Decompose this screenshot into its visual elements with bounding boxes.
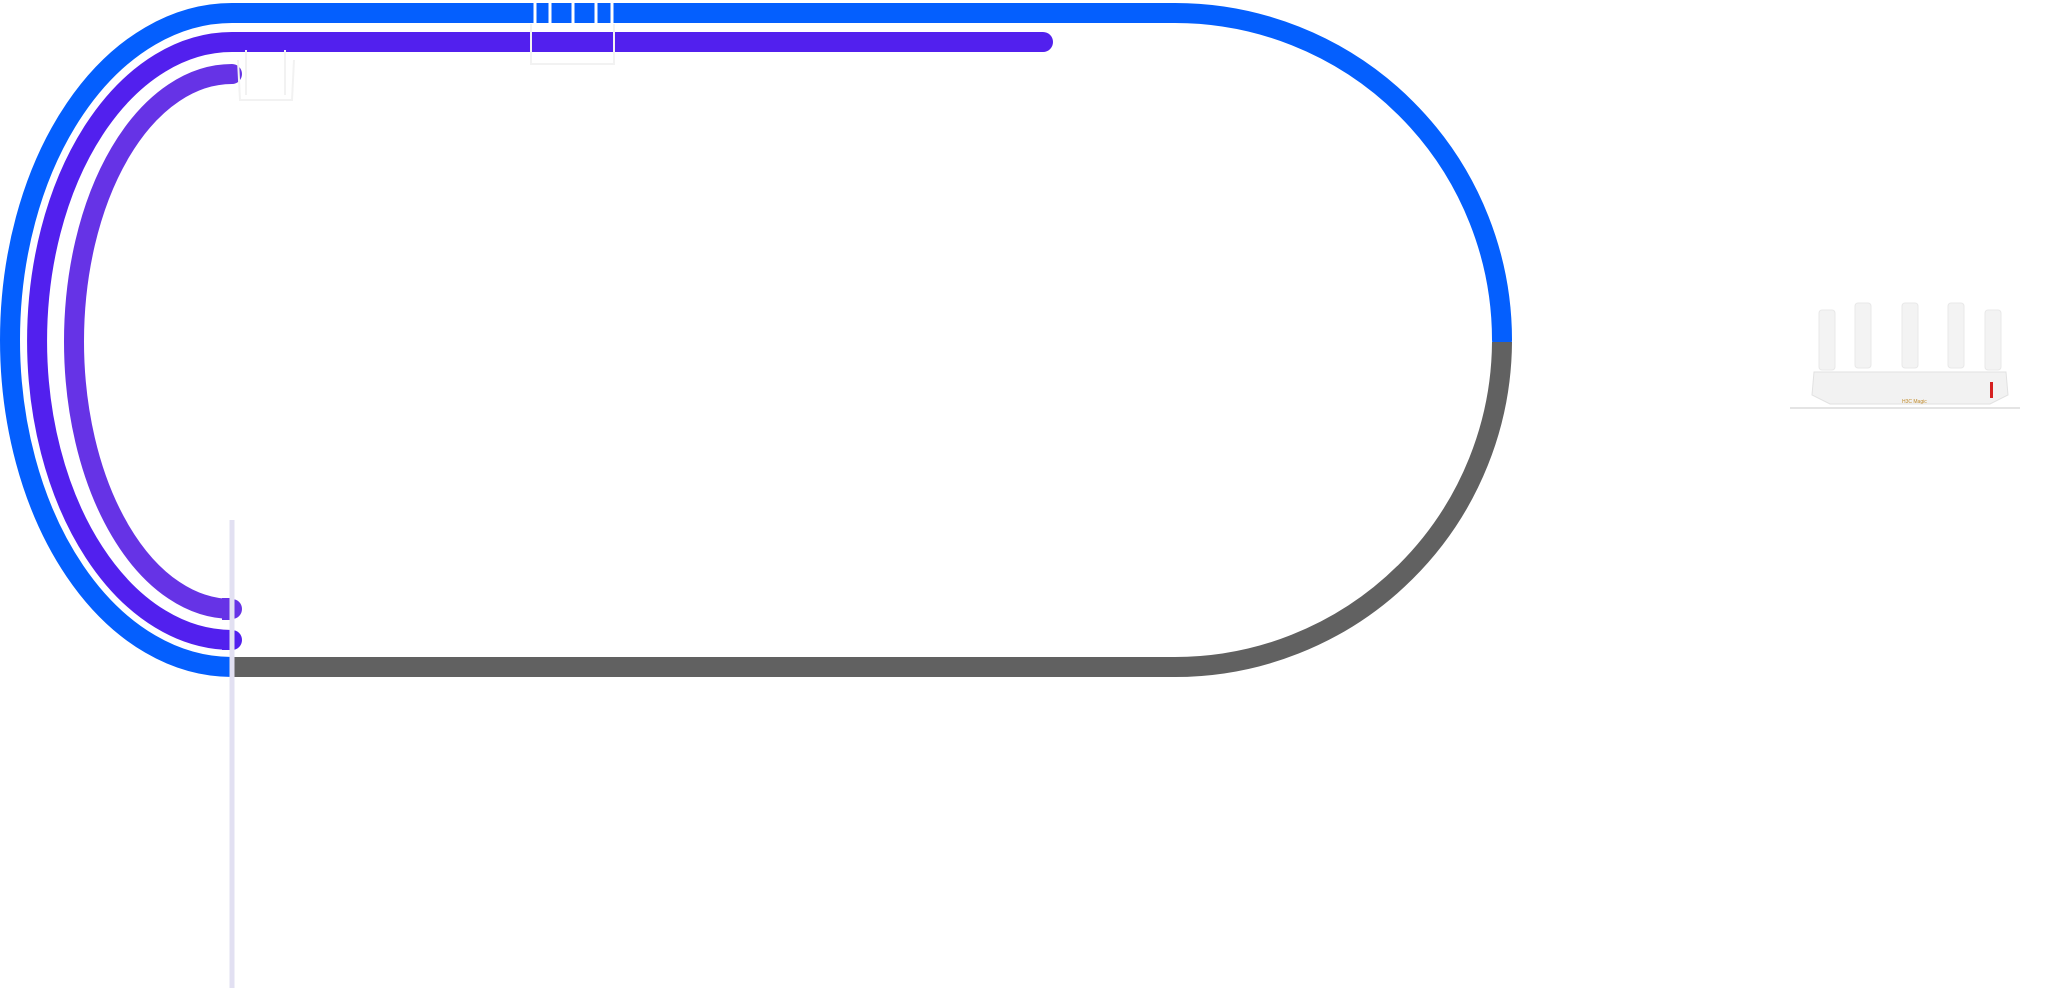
outer-track-blue	[0, 3, 1512, 677]
faint-router-outline-1	[237, 50, 295, 101]
middle-track	[27, 32, 1053, 650]
router-logo: H3C Magic	[1902, 399, 1927, 405]
inner-track	[64, 64, 242, 619]
router-icon: H3C Magic	[1790, 302, 2020, 409]
faint-router-outline-2	[533, 2, 614, 24]
outer-track-grey	[232, 341, 1512, 677]
